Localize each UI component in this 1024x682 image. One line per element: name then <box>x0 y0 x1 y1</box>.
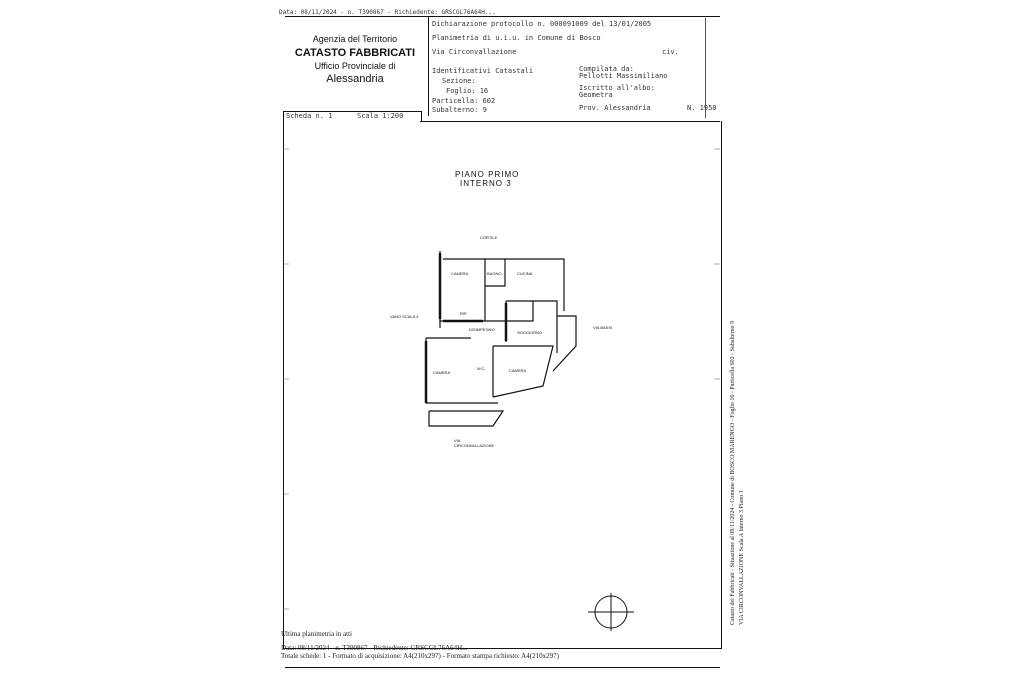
ticks <box>283 148 720 610</box>
scheda-box <box>283 111 422 122</box>
particella: Particella: 602 <box>432 97 496 105</box>
footer-line-2: Totale schede: 1 - Formato di acquisizio… <box>281 652 559 660</box>
civ: civ. <box>662 48 679 56</box>
floor-plan <box>283 148 720 631</box>
side-note-1: Catasto dei Fabbricati - Situazione al 0… <box>730 320 736 625</box>
label-cortile: CORTILE <box>480 235 498 240</box>
foglio: Foglio: 16 <box>446 87 489 95</box>
office-label: Ufficio Provinciale di <box>314 61 396 71</box>
registered: Geometra <box>579 91 613 99</box>
scheda: Scheda n. 1 <box>286 112 333 120</box>
label-vano-scala: VANO SCALA 4 <box>390 314 419 319</box>
agency-name: Agenzia del Territorio <box>312 34 398 44</box>
catasto-title: CATASTO FABBRICATI <box>294 47 416 59</box>
scala: Scala 1:200 <box>357 112 404 120</box>
label-cucina: CUCINA <box>517 271 533 276</box>
label-via-bottom: VIA <box>454 438 461 443</box>
plan-title-2: INTERNO 3 <box>460 179 512 188</box>
label-via-right: VIA BASSI <box>593 325 613 330</box>
label-bagno: BAGNO <box>487 271 502 276</box>
footer-line-1: Data: 08/11/2024 - n. T390867 - Richiede… <box>281 644 468 652</box>
label-wc: W.C. <box>477 366 486 371</box>
declaration: Dichiarazione protocollo n. 000091009 de… <box>432 20 652 28</box>
sezione: Sezione: <box>442 77 476 85</box>
label-camera-top: CAMERA <box>451 271 469 276</box>
side-note-2: VIA CIRCONVALLAZIONE Scala A Interno 3 P… <box>739 490 745 625</box>
windows <box>424 253 508 403</box>
subalterno: Subalterno: 9 <box>432 106 487 114</box>
label-disimpegno: DISIMPEGNO <box>469 327 495 332</box>
top-note: Data: 08/11/2024 - n. T390867 - Richiede… <box>279 9 496 16</box>
drawing-frame <box>283 121 722 649</box>
number: N. 1950 <box>687 104 717 112</box>
compiled-by-label: Compilata da: <box>579 65 634 73</box>
header-divider <box>428 16 429 116</box>
compiled-by: Pellotti Massimiliano <box>579 72 668 80</box>
identifiers-title: Identificativi Catastali <box>432 67 534 75</box>
registered-label: Iscritto all'albo: <box>579 84 655 92</box>
bottom-rule <box>285 667 720 668</box>
frame-tick <box>706 121 720 122</box>
office-city: Alessandria <box>326 73 384 85</box>
label-soggiorno: SOGGIORNO <box>517 330 543 335</box>
label-via-bottom-name: CIRCONVALLAZIONE <box>454 443 495 448</box>
frame-top <box>420 121 720 122</box>
top-rule <box>285 16 720 17</box>
walls <box>425 251 577 427</box>
compass-icon <box>588 593 634 631</box>
label-camera-bottom: CAMERA <box>433 370 451 375</box>
label-camera-right: CAMERA <box>509 368 527 373</box>
address: Via Circonvallazione <box>432 48 517 56</box>
heights-note: Ultima planimetria in atti <box>281 630 352 638</box>
province: Prov. Alessandria <box>579 104 651 112</box>
plan-of: Planimetria di u.i.u. in Comune di Bosco <box>432 34 601 42</box>
label-rip: RIP. <box>460 311 468 316</box>
header-right-border <box>705 18 706 118</box>
plan-title-1: PIANO PRIMO <box>455 170 520 179</box>
